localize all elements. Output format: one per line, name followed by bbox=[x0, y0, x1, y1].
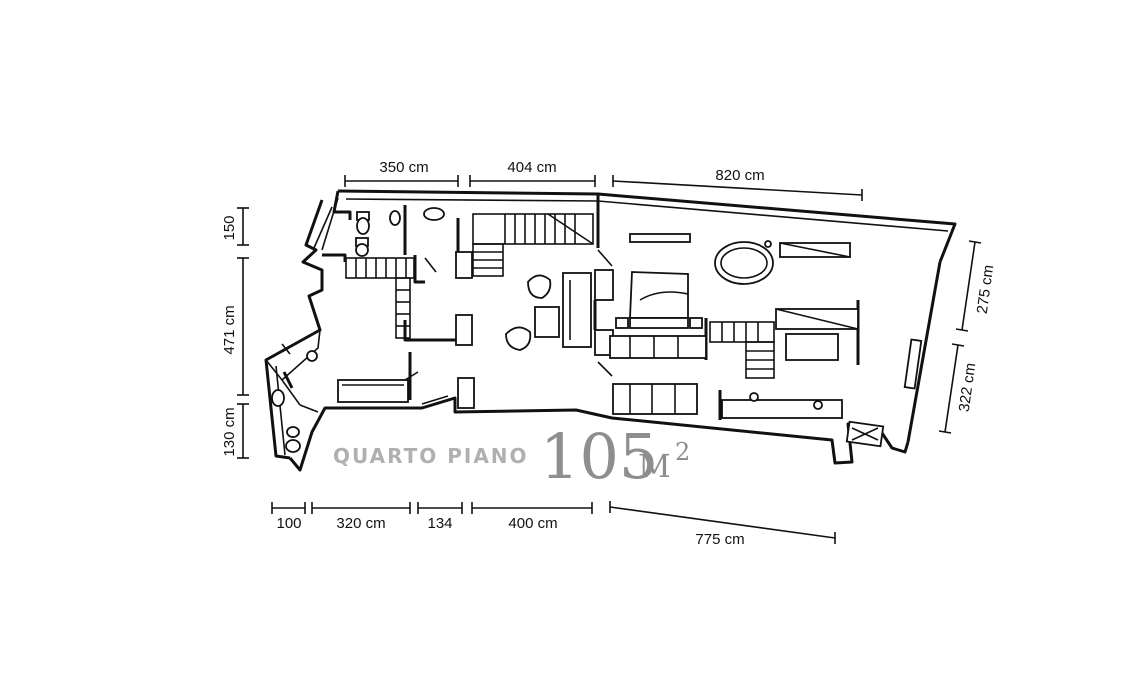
dim-bottom-3: 134 bbox=[427, 515, 452, 532]
dim-left-3: 130 cm bbox=[221, 407, 238, 456]
toilet-icon bbox=[285, 210, 401, 453]
stairs-icon bbox=[345, 213, 775, 379]
dim-top-1: 350 cm bbox=[379, 159, 428, 176]
dim-bottom-1: 100 bbox=[276, 515, 301, 532]
sink-icon bbox=[271, 207, 445, 407]
dimension-lines bbox=[237, 175, 982, 544]
dim-bottom-4: 400 cm bbox=[508, 515, 557, 532]
bed-icon bbox=[615, 271, 703, 329]
dim-left-2: 471 cm bbox=[221, 305, 238, 354]
dim-top-3: 820 cm bbox=[715, 167, 764, 184]
interior-walls bbox=[322, 194, 860, 420]
armchair-icon bbox=[306, 274, 552, 362]
area-unit: M bbox=[638, 447, 671, 485]
dimension-labels: 350 cm 404 cm 820 cm 150 471 cm 130 cm 2… bbox=[221, 159, 997, 548]
table-icon bbox=[534, 306, 859, 419]
floor-name-label: QUARTO PIANO bbox=[333, 444, 529, 468]
area-value: 105 bbox=[540, 420, 658, 493]
dim-right-2: 322 cm bbox=[956, 362, 980, 413]
window-icon bbox=[321, 197, 923, 448]
area-label: 105 M 2 bbox=[540, 420, 690, 493]
area-exponent: 2 bbox=[675, 438, 690, 466]
sofa-icon bbox=[337, 272, 839, 415]
bathtub-icon bbox=[629, 233, 851, 285]
dim-bottom-5: 775 cm bbox=[695, 531, 744, 548]
door-icon bbox=[281, 249, 613, 405]
dim-left-1: 150 bbox=[221, 215, 238, 240]
dim-top-2: 404 cm bbox=[507, 159, 556, 176]
dim-bottom-2: 320 cm bbox=[336, 515, 385, 532]
dim-right-1: 275 cm bbox=[974, 264, 998, 315]
